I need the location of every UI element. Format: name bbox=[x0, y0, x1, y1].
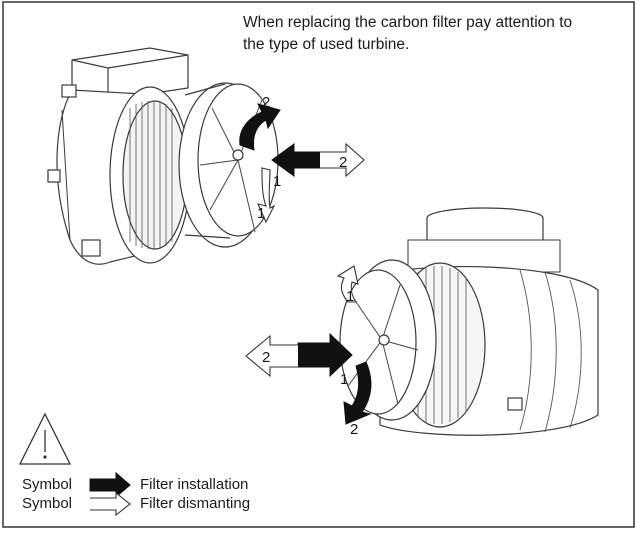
legend-row-1-symbol: Symbol bbox=[22, 476, 73, 493]
legend-row-2-symbol: Symbol bbox=[22, 495, 73, 512]
callout-top-rotate-1: 1 bbox=[257, 205, 265, 222]
warning-triangle-icon bbox=[18, 412, 72, 465]
bottom-install-push-arrow bbox=[297, 332, 353, 378]
callout-top-pull-2: 2 bbox=[339, 154, 347, 171]
top-install-rotate-arrow bbox=[239, 103, 281, 151]
callout-bottom-rotate-2: 2 bbox=[350, 421, 358, 438]
diagram-border bbox=[2, 1, 635, 528]
bottom-dismantle-rotate-arrow bbox=[336, 265, 359, 303]
callout-bottom-pull-2: 2 bbox=[262, 349, 270, 366]
instruction-note-line-1: When replacing the carbon filter pay att… bbox=[243, 14, 573, 31]
bottom-dismantle-pull-arrow bbox=[245, 334, 298, 378]
legend-dismantle-arrow-icon bbox=[90, 491, 131, 517]
callout-top-rotate-2: 2 bbox=[262, 94, 270, 111]
instruction-note: When replacing the carbon filter pay att… bbox=[243, 12, 633, 56]
bottom-turbine-illustration bbox=[339, 207, 599, 436]
callout-top-push-1: 1 bbox=[273, 173, 281, 190]
top-dismantle-pull-arrow bbox=[320, 142, 365, 178]
callout-bottom-rotate-1: 1 bbox=[346, 288, 354, 305]
top-install-push-arrow bbox=[271, 143, 321, 177]
bottom-install-rotate-arrow bbox=[343, 361, 372, 425]
instruction-note-line-2: the type of used turbine. bbox=[243, 36, 410, 53]
legend-row-2-label: Filter dismanting bbox=[140, 495, 251, 512]
legend-row-1-label: Filter installation bbox=[140, 476, 249, 493]
top-turbine-illustration bbox=[47, 47, 279, 265]
top-dismantle-rotate-arrow bbox=[257, 167, 276, 224]
legend-install-arrow-icon bbox=[89, 471, 131, 499]
callout-bottom-push-1: 1 bbox=[340, 371, 348, 388]
